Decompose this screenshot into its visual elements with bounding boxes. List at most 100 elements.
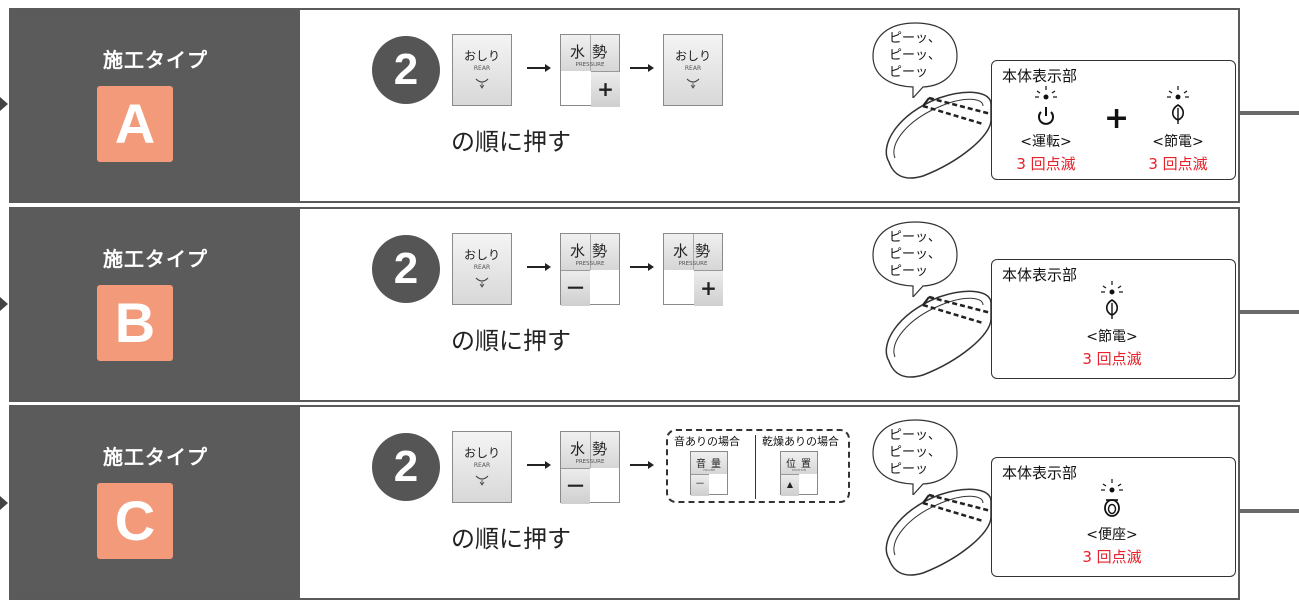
- oshiri-label: おしり: [463, 49, 500, 63]
- pressure-sublabel: PRESSURE: [575, 261, 605, 267]
- power-icon: [1035, 86, 1057, 125]
- connector-line: [1240, 111, 1299, 115]
- indicator-eco: <節電> 3 回点滅: [1062, 280, 1162, 369]
- pressure-kanji-1: 水: [570, 43, 586, 61]
- alt-label-sound: 音ありの場合: [674, 435, 740, 448]
- rear-sublabel: REAR: [473, 65, 491, 72]
- pressure-kanji-1: 水: [570, 440, 586, 458]
- pressure-kanji-2: 勢: [592, 242, 608, 260]
- oshiri-button: おしり REAR: [663, 34, 723, 106]
- instruction-text: の順に押す: [451, 327, 571, 355]
- position-kanji-2: 置: [801, 459, 811, 470]
- alt-label-dryer: 乾燥ありの場合: [762, 435, 839, 448]
- plus-key: +: [700, 276, 717, 300]
- left-pointer-icon: [0, 97, 8, 111]
- type-a-section: 施工タイプ A 2 おしり REAR 水 勢 PRESSURE + おしり RE…: [9, 8, 1240, 203]
- volume-sublabel: VOLUME: [702, 468, 716, 472]
- pressure-minus-button: 水 勢 PRESSURE －: [560, 431, 620, 504]
- volume-minus-button: 音 量 VOLUME －: [690, 451, 728, 496]
- blink-count-text: 3 回点滅: [1082, 548, 1142, 566]
- arrow-icon: [527, 461, 551, 469]
- oshiri-label: おしり: [674, 49, 711, 63]
- type-c-header: 施工タイプ C: [11, 407, 300, 598]
- type-c-section: 施工タイプ C 2 おしり REAR 水 勢 PRESSURE － 音ありの場合…: [9, 405, 1240, 600]
- step-number: 2: [372, 36, 440, 104]
- pressure-plus-button: 水 勢 PRESSURE +: [663, 233, 723, 306]
- oshiri-button: おしり REAR: [452, 431, 512, 503]
- type-a-header: 施工タイプ A: [11, 10, 300, 201]
- type-label: 施工タイプ: [103, 445, 208, 469]
- arrow-icon: [630, 64, 654, 72]
- blink-count-text: 3 回点滅: [1148, 155, 1208, 173]
- type-letter-badge: B: [97, 285, 173, 361]
- connector-line: [1240, 509, 1299, 513]
- rear-wash-icon: [475, 78, 489, 89]
- pressure-sublabel: PRESSURE: [678, 261, 708, 267]
- up-triangle-key: ▲: [781, 474, 799, 496]
- rear-sublabel: REAR: [473, 462, 491, 469]
- type-letter-badge: A: [97, 86, 173, 162]
- indicator-label: <便座>: [1086, 527, 1138, 543]
- minus-key: －: [565, 474, 586, 498]
- seat-icon: [1101, 479, 1123, 517]
- panel-title: 本体表示部: [1002, 266, 1078, 284]
- display-panel: 本体表示部 <節電> 3 回点滅: [991, 259, 1236, 379]
- volume-kanji-2: 量: [711, 459, 721, 470]
- minus-key: －: [691, 474, 709, 496]
- display-panel: 本体表示部 <運転> 3 回点滅 + <節電> 3 回点滅: [991, 60, 1236, 180]
- oshiri-label: おしり: [463, 446, 500, 460]
- speech-bubble: [872, 221, 958, 297]
- pressure-kanji-1: 水: [673, 242, 689, 260]
- leaf-icon: [1101, 281, 1123, 319]
- indicator-label: <節電>: [1086, 329, 1138, 345]
- type-label: 施工タイプ: [103, 247, 208, 271]
- step-number: 2: [372, 235, 440, 303]
- position-sublabel: POSITION: [791, 468, 807, 472]
- pressure-plus-button: 水 勢 PRESSURE +: [560, 34, 620, 107]
- rear-wash-icon: [686, 78, 700, 89]
- position-up-button: 位 置 POSITION ▲: [780, 451, 818, 496]
- type-label: 施工タイプ: [103, 48, 208, 72]
- oshiri-button: おしり REAR: [452, 34, 512, 106]
- type-b-header: 施工タイプ B: [11, 209, 300, 400]
- instruction-text: の順に押す: [451, 525, 571, 553]
- pressure-kanji-2: 勢: [592, 43, 608, 61]
- pressure-kanji-2: 勢: [592, 440, 608, 458]
- plus-key: +: [597, 77, 614, 101]
- arrow-icon: [527, 64, 551, 72]
- minus-key: －: [565, 276, 586, 300]
- arrow-icon: [630, 461, 654, 469]
- blink-count-text: 3 回点滅: [1016, 155, 1076, 173]
- rear-wash-icon: [475, 277, 489, 288]
- toilet-seat-illustration: [885, 488, 992, 576]
- step-number: 2: [372, 433, 440, 501]
- blink-count-text: 3 回点滅: [1082, 350, 1142, 368]
- instruction-text: の順に押す: [451, 128, 571, 156]
- panel-title: 本体表示部: [1002, 67, 1078, 85]
- left-pointer-icon: [0, 297, 8, 311]
- pressure-kanji-1: 水: [570, 242, 586, 260]
- pressure-sublabel: PRESSURE: [575, 459, 605, 465]
- oshiri-label: おしり: [463, 248, 500, 262]
- volume-kanji-1: 音: [696, 459, 706, 470]
- indicator-eco: <節電> 3 回点滅: [1128, 85, 1228, 174]
- rear-sublabel: REAR: [473, 264, 491, 271]
- plus-sign: +: [1104, 101, 1130, 136]
- arrow-icon: [630, 263, 654, 271]
- speech-bubble: [872, 22, 958, 98]
- indicator-power: <運転> 3 回点滅: [1006, 85, 1086, 174]
- type-b-section: 施工タイプ B 2 おしり REAR 水 勢 PRESSURE － 水 勢 PR…: [9, 207, 1240, 402]
- leaf-icon: [1167, 86, 1189, 124]
- indicator-seat: <便座> 3 回点滅: [1062, 478, 1162, 567]
- oshiri-button: おしり REAR: [452, 233, 512, 305]
- pressure-minus-button: 水 勢 PRESSURE －: [560, 233, 620, 306]
- pressure-kanji-2: 勢: [695, 242, 711, 260]
- position-kanji-1: 位: [786, 459, 796, 470]
- alternative-buttons-group: 音ありの場合 乾燥ありの場合 音 量 VOLUME － 位 置 POSITION…: [666, 429, 850, 503]
- rear-wash-icon: [475, 475, 489, 486]
- type-letter-badge: C: [97, 483, 173, 559]
- speech-bubble: [872, 419, 958, 495]
- panel-title: 本体表示部: [1002, 464, 1078, 482]
- toilet-seat-illustration: [885, 91, 992, 179]
- pressure-sublabel: PRESSURE: [575, 62, 605, 68]
